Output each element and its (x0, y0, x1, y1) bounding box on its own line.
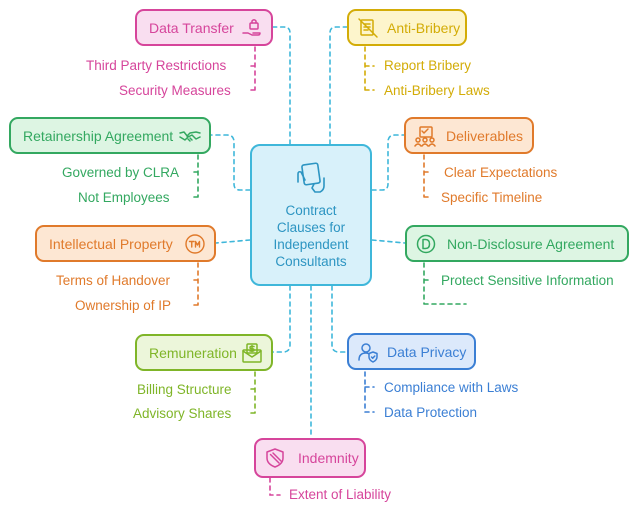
node-indemnity-label: Indemnity (298, 450, 359, 466)
connector-data-transfer (272, 26, 291, 145)
connector-deliverables (371, 134, 405, 191)
node-nda: Non-Disclosure Agreement (405, 225, 629, 262)
center-line-1: Contract (285, 203, 337, 218)
connector-anti-bribery (329, 26, 348, 145)
node-remuneration: Remuneration (135, 334, 273, 371)
anti-bribery-item-2: Anti-Bribery Laws (384, 83, 490, 98)
sub-connector-remuneration (246, 371, 256, 414)
data-transfer-item-1: Third Party Restrictions (86, 58, 227, 73)
data-privacy-item-2: Data Protection (384, 405, 478, 420)
lock-hand-icon (241, 17, 263, 39)
connector-nda (371, 239, 406, 244)
node-deliverables: Deliverables (404, 117, 534, 154)
nda-item-1: Protect Sensitive Information (441, 273, 614, 288)
anti-bribery-item-1: Report Bribery (384, 58, 472, 73)
remuneration-item-1: Billing Structure (137, 382, 232, 397)
sub-connector-deliverables (423, 154, 433, 198)
sub-connector-data-transfer (246, 46, 256, 91)
money-envelope-icon (241, 342, 263, 364)
data-transfer-item-2: Security Measures (119, 83, 231, 98)
deliverables-item-2: Specific Timeline (441, 190, 543, 205)
privacy-shield-icon (357, 341, 379, 363)
no-bribe-icon (357, 17, 379, 39)
data-privacy-item-1: Compliance with Laws (384, 380, 519, 395)
node-data-transfer-label: Data Transfer (149, 19, 234, 36)
node-anti-bribery: Anti-Bribery (347, 9, 467, 46)
sub-connector-anti-bribery (364, 46, 375, 91)
deliverables-item-1: Clear Expectations (444, 165, 558, 180)
node-remuneration-label: Remuneration (149, 344, 237, 361)
indemnity-item-1: Extent of Liability (289, 487, 392, 502)
node-data-privacy-label: Data Privacy (387, 343, 467, 360)
ip-item-1: Terms of Handover (56, 273, 171, 288)
hand-document-icon (293, 160, 329, 196)
sub-connector-indemnity (269, 477, 281, 496)
connector-retainership (210, 134, 251, 191)
connector-remuneration (272, 285, 291, 353)
center-line-2: Clauses for (276, 220, 346, 235)
shield-icon (264, 447, 286, 469)
center-topic: Contract Clauses for Independent Consult… (250, 144, 372, 286)
node-ip: Intellectual Property (35, 225, 216, 262)
node-data-transfer: Data Transfer (135, 9, 273, 46)
center-line-3: Independent (273, 237, 349, 252)
node-data-privacy: Data Privacy (347, 333, 476, 370)
node-nda-label: Non-Disclosure Agreement (447, 235, 615, 252)
sub-connector-ip (189, 262, 199, 306)
connector-ip (215, 239, 251, 244)
checklist-team-icon (414, 125, 436, 147)
remuneration-item-2: Advisory Shares (133, 406, 232, 421)
connector-data-privacy (331, 285, 348, 353)
node-indemnity: Indemnity (254, 438, 366, 478)
node-deliverables-label: Deliverables (446, 127, 524, 144)
center-line-4: Consultants (275, 254, 347, 269)
node-retainership-label: Retainership Agreement (23, 127, 174, 144)
node-ip-label: Intellectual Property (49, 235, 173, 252)
retainership-item-1: Governed by CLRA (62, 165, 180, 180)
node-retainership: Retainership Agreement (9, 117, 211, 154)
nda-seal-icon (415, 233, 437, 255)
handshake-icon (179, 125, 201, 147)
ip-item-2: Ownership of IP (75, 298, 172, 313)
trademark-icon (184, 233, 206, 255)
retainership-item-2: Not Employees (78, 190, 170, 205)
sub-connector-data-privacy (364, 371, 375, 413)
sub-connector-retainership (189, 154, 199, 198)
node-anti-bribery-label: Anti-Bribery (387, 19, 461, 36)
sub-connector-nda (423, 262, 467, 305)
